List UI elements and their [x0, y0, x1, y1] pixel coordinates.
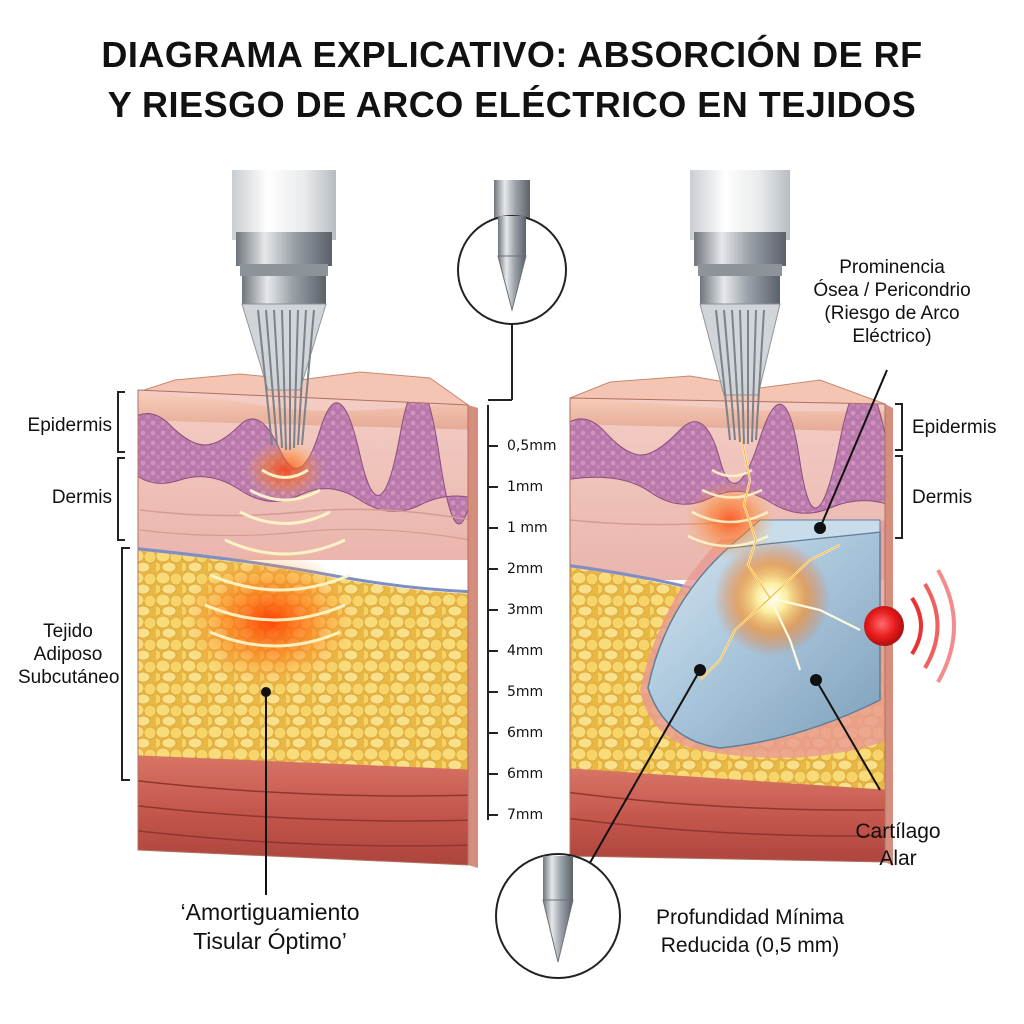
ruler-tick-label: 5mm: [507, 684, 544, 700]
arc-risk-signal-icon: [864, 569, 956, 683]
ruler-tick-label: 7mm: [507, 807, 544, 823]
page-title: DIAGRAMA EXPLICATIVO: ABSORCIÓN DE RF Y …: [0, 30, 1024, 130]
center-needle-magnifier: [457, 180, 567, 401]
right-label-dermis: Dermis: [912, 487, 973, 508]
title-line-2: Y RIESGO DE ARCO ELÉCTRICO EN TEJIDOS: [107, 84, 917, 125]
ruler-tick-label: 6mm: [507, 725, 544, 741]
risk-callout-text: Prominencia Ósea / Pericondrio (Riesgo d…: [782, 256, 1002, 348]
ruler-tick-label: 6mm: [507, 766, 544, 782]
left-callout-line2: Tisular Óptimo’: [193, 928, 347, 954]
depth-callout-text: Profundidad Mínima Reducida (0,5 mm): [620, 904, 880, 960]
left-label-dermis: Dermis: [51, 487, 112, 508]
risk-line2: Ósea / Pericondrio: [813, 280, 971, 301]
cartilage-label: Cartílago Alar: [838, 818, 958, 872]
left-label-fat-line2: Adiposo: [33, 644, 103, 665]
right-callout-pointers: [582, 369, 888, 876]
left-label-fat-line1: Tejido: [43, 621, 93, 642]
ruler-tick-label: 2mm: [507, 561, 544, 577]
left-label-epidermis: Epidermis: [27, 415, 112, 436]
ruler-tick-label: 1 mm: [507, 520, 548, 536]
bottom-needle-magnifier: [495, 853, 621, 979]
left-layer-brackets: [117, 391, 130, 781]
cartilage-line1: Cartílago: [855, 820, 941, 843]
left-tissue-block: [137, 371, 478, 868]
ruler-tick-label: 4mm: [507, 643, 544, 659]
right-tissue-block: [569, 375, 893, 866]
left-microneedle-pen: [232, 170, 336, 451]
ruler-tick-label: 0,5mm: [507, 438, 557, 454]
left-callout-line1: ‘Amortiguamiento: [180, 899, 360, 925]
left-callout-text: ‘Amortiguamiento Tisular Óptimo’: [120, 898, 420, 956]
risk-line1: Prominencia: [839, 257, 945, 278]
risk-line3: (Riesgo de Arco: [824, 303, 960, 324]
risk-line4: Eléctrico): [852, 326, 932, 347]
depth-ruler: [487, 405, 498, 820]
depth-line2: Reducida (0,5 mm): [660, 934, 840, 957]
left-label-fat-line3: Subcutáneo: [18, 667, 120, 688]
right-layer-brackets: [895, 403, 903, 539]
ruler-tick-label: 3mm: [507, 602, 544, 618]
left-label-fat: Tejido Adiposo Subcutáneo: [18, 620, 120, 689]
depth-line1: Profundidad Mínima: [656, 906, 844, 929]
title-line-1: DIAGRAMA EXPLICATIVO: ABSORCIÓN DE RF: [101, 34, 923, 75]
right-label-epidermis: Epidermis: [912, 417, 997, 438]
ruler-tick-label: 1mm: [507, 479, 544, 495]
left-callout-pointer: [261, 687, 271, 895]
right-microneedle-pen: [690, 170, 790, 445]
cartilage-line2: Alar: [879, 847, 917, 870]
